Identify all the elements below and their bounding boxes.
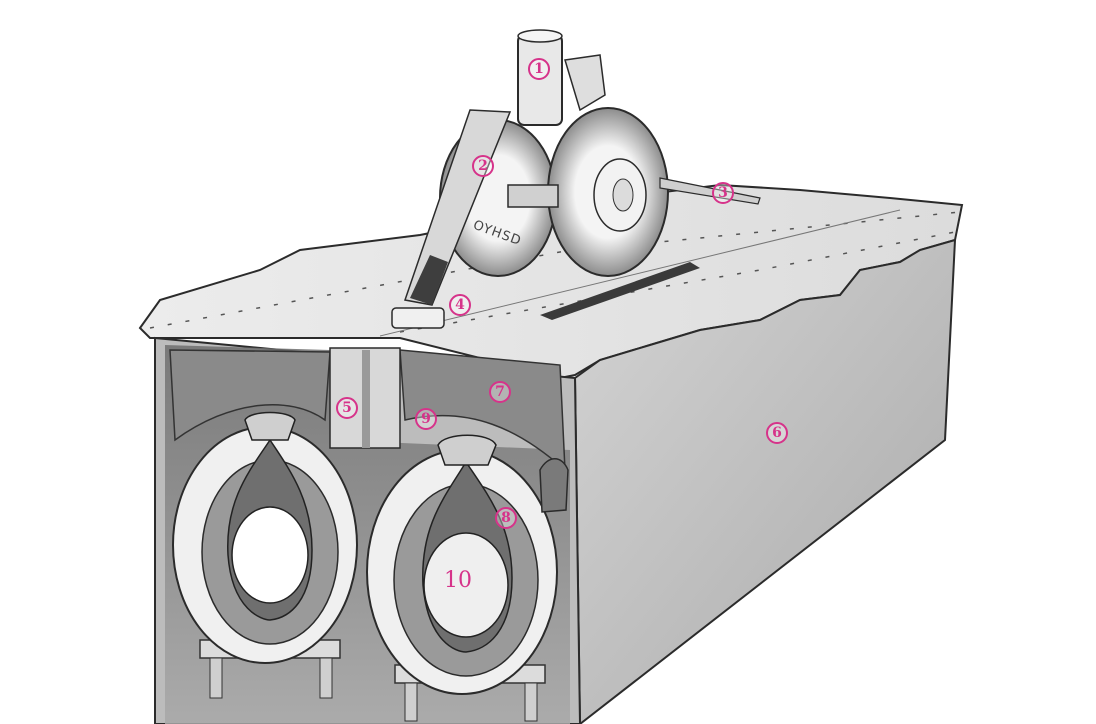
left-cable-drum bbox=[172, 411, 358, 664]
callout-3: 3 bbox=[712, 182, 734, 204]
label-10: 10 bbox=[444, 568, 472, 593]
callout-5: 5 bbox=[336, 397, 358, 419]
side-panel bbox=[573, 238, 957, 724]
right-cable-drum bbox=[366, 434, 558, 695]
callout-6: 6 bbox=[766, 422, 788, 444]
callout-7: 7 bbox=[489, 381, 511, 403]
callout-2: 2 bbox=[472, 155, 494, 177]
callout-8: 8 bbox=[495, 507, 517, 529]
right-channel bbox=[539, 458, 569, 513]
callout-1: 1 bbox=[528, 58, 550, 80]
callout-9: 9 bbox=[415, 408, 437, 430]
callout-4: 4 bbox=[449, 294, 471, 316]
